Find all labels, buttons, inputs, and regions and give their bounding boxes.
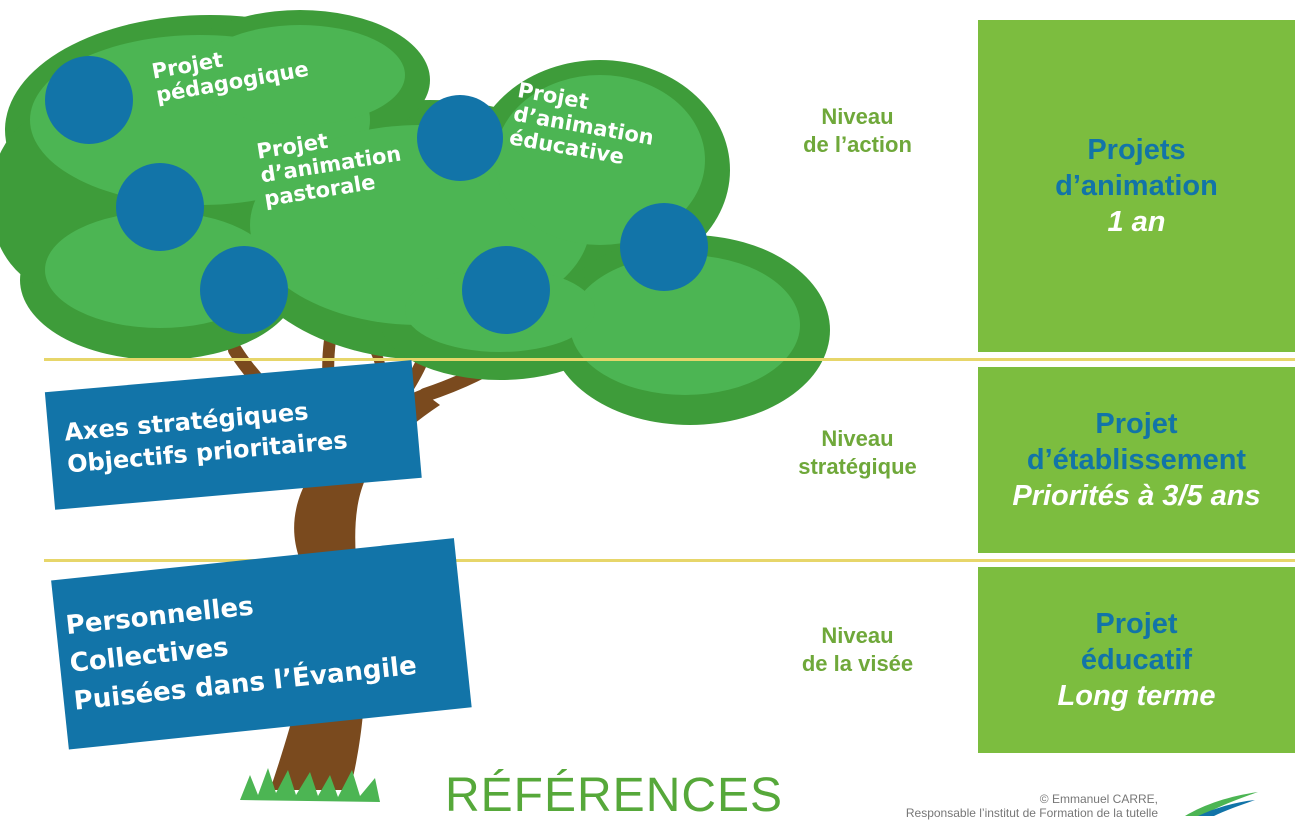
leaf-circle: [116, 163, 204, 251]
grass-tuft: [240, 768, 380, 802]
box-projet-etablissement: Projet d’établissement Priorités à 3/5 a…: [978, 367, 1295, 553]
divider-bottom: [44, 559, 1295, 562]
leaf-circle: [462, 246, 550, 334]
level-label-strategique: Niveau stratégique: [798, 426, 917, 479]
references-title: RÉFÉRENCES: [445, 769, 784, 822]
divider-top: [44, 358, 1295, 361]
box-projets-animation: Projets d’animation 1 an: [978, 20, 1295, 352]
leaf-circle: [45, 56, 133, 144]
leaf-circles: [45, 56, 708, 334]
level-label-action: Niveau de l’action: [803, 104, 912, 157]
logo-icon: [1185, 792, 1258, 816]
leaf-circle: [200, 246, 288, 334]
tree-foliage-highlights: [30, 25, 800, 395]
tree-illustration: [0, 10, 830, 802]
level-label-visee: Niveau de la visée: [801, 623, 914, 676]
leaf-circle: [620, 203, 708, 291]
box-projet-educatif: Projet éducatif Long terme: [978, 567, 1295, 753]
leaf-circle: [417, 95, 503, 181]
